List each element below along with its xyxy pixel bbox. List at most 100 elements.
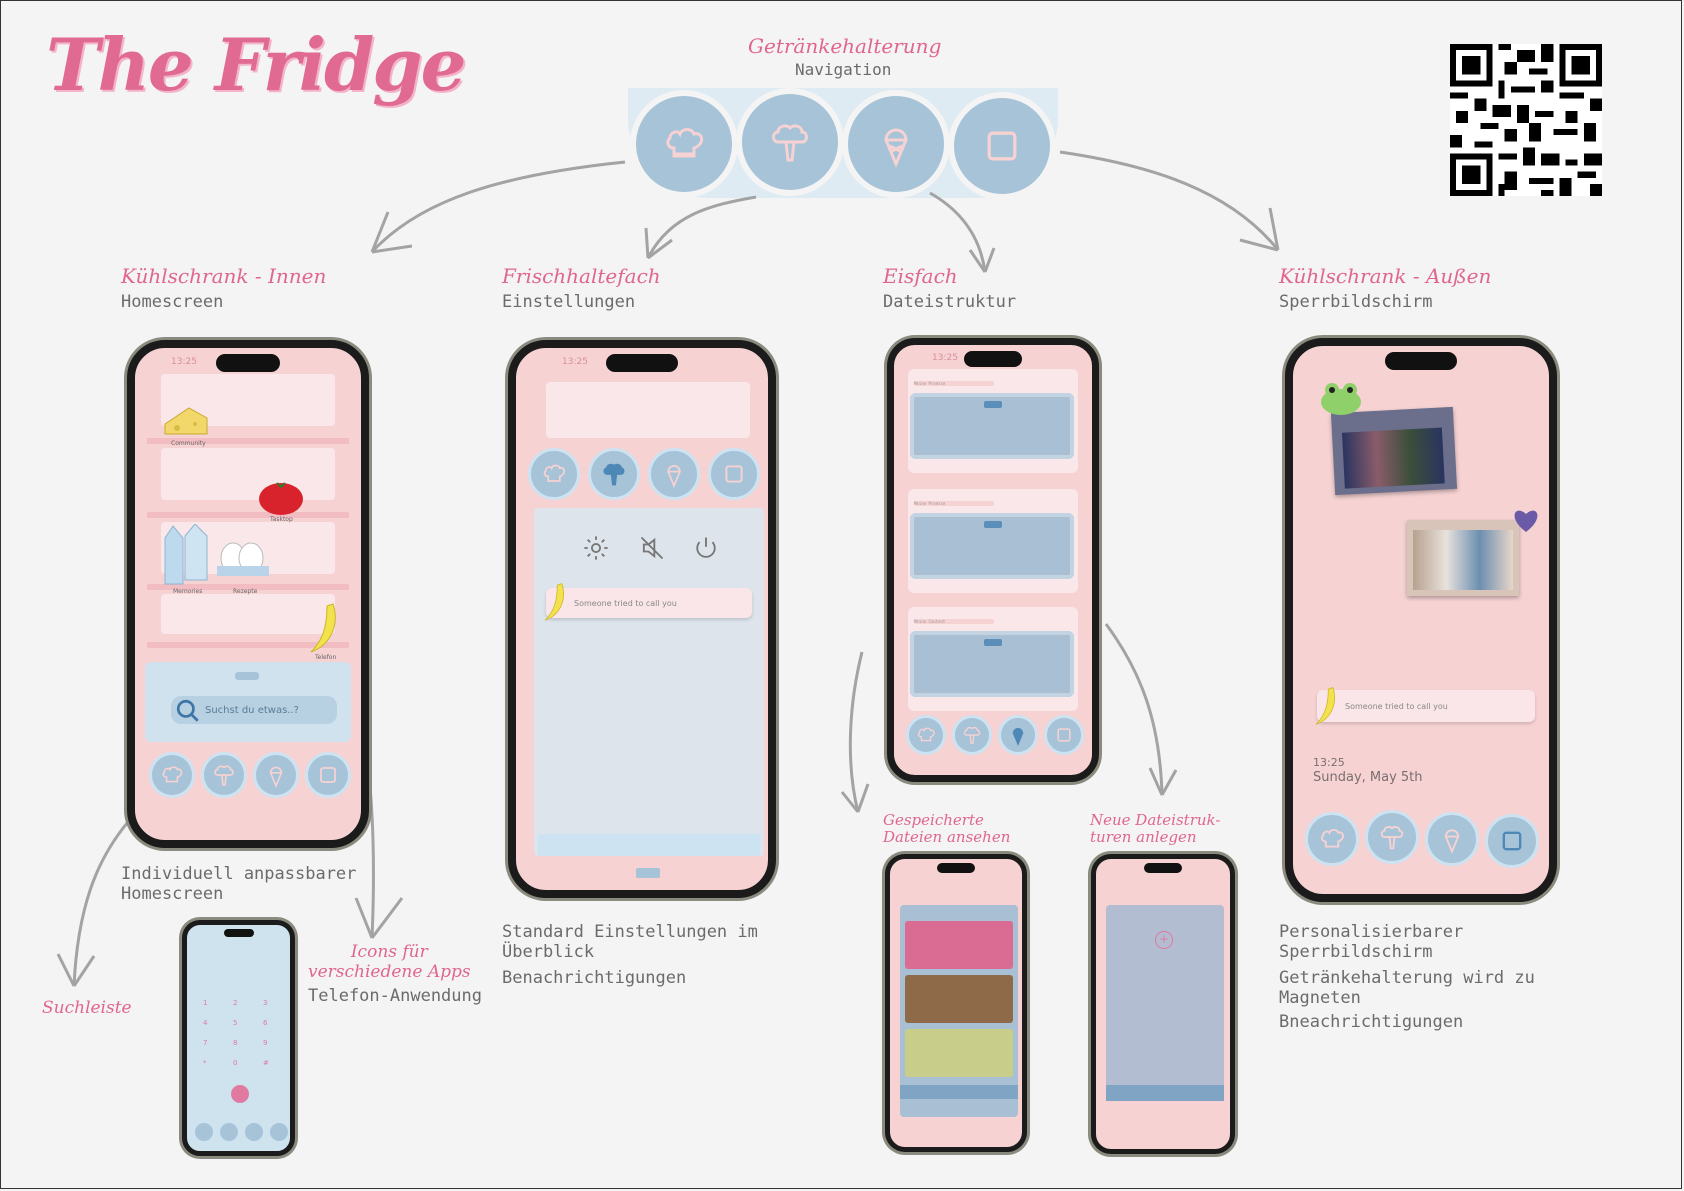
cheese-app-icon[interactable] [163,404,209,438]
nav-broccoli-button[interactable] [736,88,844,196]
dial-key[interactable]: 4 [203,1019,208,1027]
lock-date: Sunday, May 5th [1313,770,1423,785]
file-card-pink[interactable] [905,921,1013,969]
dock-ice-cream-button[interactable] [243,1121,265,1143]
nav-chef-hat-button[interactable] [630,90,738,198]
section-heading-home: Kühlschrank - Innen [121,264,327,288]
lockscreen-description: Personalisierbarer Sperrbildschirm [1279,922,1464,962]
dynamic-island [606,354,678,372]
photo-magnet-1[interactable] [1330,406,1458,496]
settings-phone: 13:25 Someone tried to call you [508,340,776,898]
dial-key[interactable]: 5 [233,1019,238,1027]
notification-card[interactable]: Someone tried to call you [1317,690,1535,722]
banana-icon [544,583,564,621]
chef-hat-icon [1321,829,1344,848]
lockscreen-phone: Someone tried to call you 13:25 Sunday, … [1285,338,1557,902]
dynamic-island [937,863,975,873]
dock-ice-cream-button[interactable] [998,715,1038,755]
app-label-tasktop: Tasktop [270,516,293,523]
tomato-app-icon[interactable] [257,478,305,516]
ice-cream-icon [667,464,681,488]
dial-key[interactable]: 8 [233,1039,238,1047]
dock-square-button[interactable] [708,448,760,500]
nav-caption: Navigation [795,60,892,79]
section-caption-files: Dateistruktur [883,292,1017,312]
dock-broccoli-button[interactable] [952,715,992,755]
nav-ice-cream-button[interactable] [842,90,950,198]
magnet-broccoli-button[interactable] [1365,810,1419,864]
magnet-ice-cream-button[interactable] [1425,812,1479,866]
dial-key[interactable]: 6 [263,1019,268,1027]
app-label-memories: Memories [173,588,203,595]
power-icon[interactable] [692,534,720,562]
dock-chef-hat-button[interactable] [149,752,195,798]
dynamic-island [216,354,280,372]
drag-handle[interactable] [235,672,259,680]
dial-key[interactable]: # [263,1059,269,1067]
heart-magnet-icon[interactable] [1511,506,1541,534]
mute-icon[interactable] [638,534,666,562]
folder-tab: Meine Proesse [914,381,994,386]
gear-icon[interactable] [582,534,610,562]
dock-ice-cream-button[interactable] [253,752,299,798]
dynamic-island [964,351,1022,367]
magnet-chef-hat-button[interactable] [1305,812,1359,866]
new-structure-phone: + [1091,854,1235,1154]
app-label-rezepte: Rezepte [233,588,258,595]
dial-key[interactable]: * [203,1059,207,1067]
dial-key[interactable]: 9 [263,1039,268,1047]
ice-cream-icon [884,128,908,168]
dial-key[interactable]: 7 [203,1039,208,1047]
chef-hat-icon [162,766,183,783]
settings-description-2: Benachrichtigungen [502,968,687,988]
qr-code[interactable] [1450,44,1602,196]
photo-content [1341,427,1445,489]
drag-handle[interactable] [636,868,660,878]
dial-key[interactable]: 0 [233,1059,238,1067]
dock-square-button[interactable] [1044,715,1084,755]
search-icon [176,699,199,722]
drawer-handle [984,401,1002,408]
milk-app-icon[interactable] [163,524,209,586]
dock-square-button[interactable] [305,752,351,798]
magnet-square-button[interactable] [1485,814,1539,868]
shelf-divider [147,438,349,444]
dynamic-island [223,929,254,937]
photo-content [1413,530,1513,590]
dial-key[interactable]: 3 [263,999,268,1007]
drawer-handle [984,521,1002,528]
dock-chef-hat-button[interactable] [193,1121,215,1143]
dial-key[interactable]: 1 [203,999,208,1007]
photo-magnet-2[interactable] [1407,520,1519,596]
banana-app-icon[interactable] [307,602,341,654]
broccoli-icon [772,124,808,162]
square-icon [1502,831,1522,851]
frog-magnet-icon[interactable] [1319,380,1363,416]
dock-ice-cream-button[interactable] [648,448,700,500]
search-input[interactable]: Suchst du etwas..? [171,696,337,724]
nav-square-button[interactable] [948,92,1056,200]
dock-broccoli-button[interactable] [218,1121,240,1143]
add-icon[interactable]: + [1155,931,1173,949]
dial-key[interactable]: 2 [233,999,238,1007]
call-button[interactable] [231,1085,249,1103]
notification-card[interactable]: Someone tried to call you [546,588,752,618]
file-card-olive[interactable] [905,1029,1013,1077]
shelf [546,382,750,438]
dock-broccoli-button[interactable] [588,448,640,500]
dock-broccoli-button[interactable] [201,752,247,798]
status-time: 13:25 [171,357,197,367]
dock-square-button[interactable] [268,1121,290,1143]
eggs-app-icon[interactable] [217,540,269,576]
ice-cream-icon [269,766,283,788]
section-heading-settings: Frischhaltefach [502,264,661,288]
dock-chef-hat-button[interactable] [906,715,946,755]
dock-chef-hat-button[interactable] [528,448,580,500]
chef-hat-icon [666,128,704,158]
file-card-brown[interactable] [905,975,1013,1023]
annotation-new-structure: Neue Dateistruk- turen anlegen [1090,811,1221,846]
shelf-divider [147,584,349,590]
page-title: The Fridge [46,22,466,107]
saved-files-phone [885,854,1027,1152]
